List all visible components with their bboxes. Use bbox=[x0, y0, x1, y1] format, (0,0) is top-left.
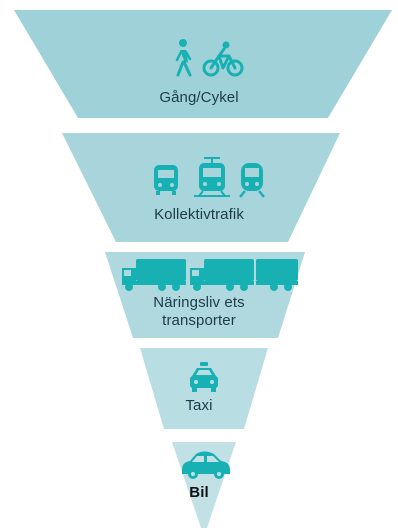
level-label-taxi: Taxi bbox=[185, 397, 213, 414]
level-label-public-transport: Kollektivtrafik bbox=[154, 206, 244, 223]
truck-icon bbox=[122, 259, 186, 291]
tram-icon bbox=[194, 157, 230, 197]
car-icon bbox=[182, 451, 230, 479]
level-label-commercial-transport: Näringsliv ets transporter bbox=[153, 294, 245, 329]
taxi-icon bbox=[190, 362, 218, 392]
level-label-car: Bil bbox=[189, 484, 209, 501]
bicycle-icon bbox=[202, 41, 244, 77]
level-band-walk-bike bbox=[14, 10, 392, 118]
truck-icon bbox=[190, 259, 254, 291]
level-band-taxi bbox=[140, 348, 268, 429]
bus-icon bbox=[154, 165, 178, 195]
truck-icon bbox=[256, 259, 298, 291]
pedestrian-icon bbox=[175, 39, 192, 77]
train-icon bbox=[239, 163, 265, 198]
level-label-walk-bike: Gång/Cykel bbox=[159, 89, 239, 106]
